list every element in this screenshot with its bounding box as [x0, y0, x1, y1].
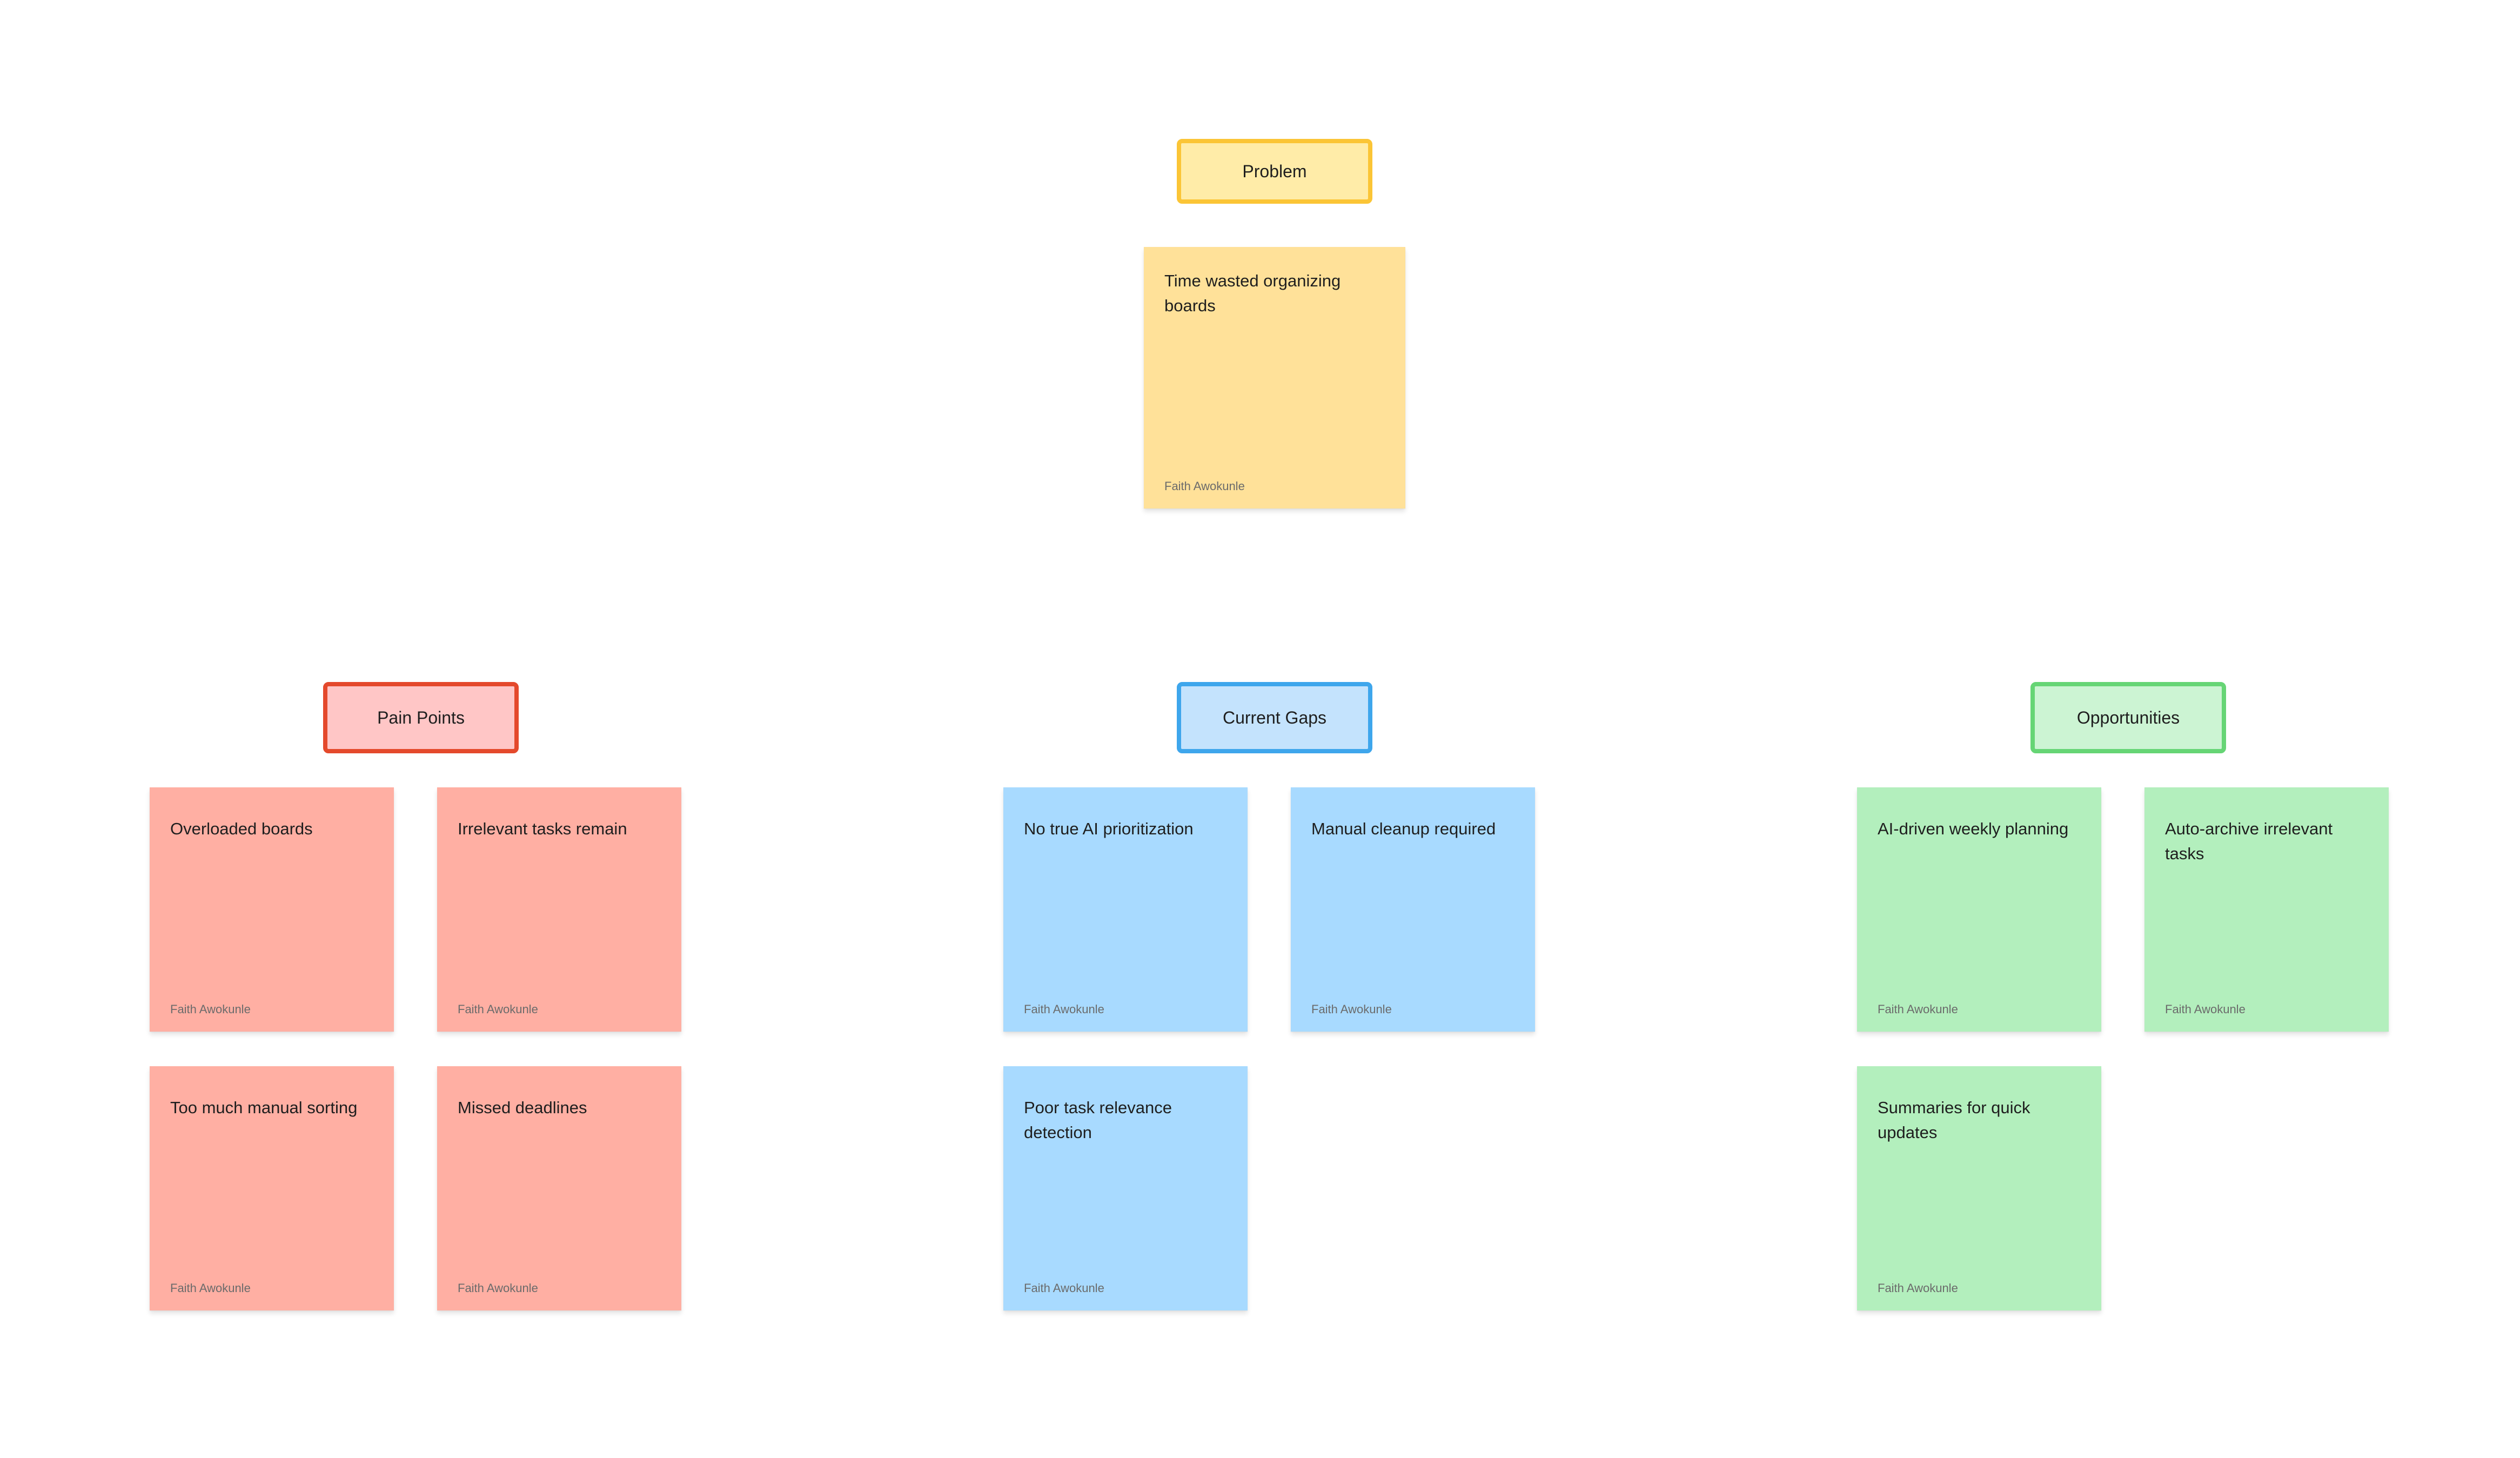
sticky-note-gap-2[interactable]: Manual cleanup required Faith Awokunle: [1291, 787, 1535, 1032]
sticky-note-author: Faith Awokunle: [458, 1002, 538, 1016]
sticky-note-text: Poor task relevance detection: [1024, 1098, 1172, 1142]
sticky-note-text: Time wasted organizing boards: [1164, 271, 1341, 315]
sticky-note-pain-2[interactable]: Irrelevant tasks remain Faith Awokunle: [437, 787, 681, 1032]
sticky-note-opportunity-3[interactable]: Summaries for quick updates Faith Awokun…: [1857, 1066, 2101, 1310]
sticky-note-pain-3[interactable]: Too much manual sorting Faith Awokunle: [150, 1066, 394, 1310]
sticky-note-author: Faith Awokunle: [170, 1281, 251, 1295]
current-gaps-label-text: Current Gaps: [1222, 707, 1327, 727]
sticky-note-author: Faith Awokunle: [1024, 1002, 1104, 1016]
sticky-note-author: Faith Awokunle: [458, 1281, 538, 1295]
sticky-note-text: Auto-archive irrelevant tasks: [2165, 819, 2333, 863]
sticky-note-opportunity-1[interactable]: AI-driven weekly planning Faith Awokunle: [1857, 787, 2101, 1032]
sticky-note-author: Faith Awokunle: [1311, 1002, 1392, 1016]
sticky-note-pain-1[interactable]: Overloaded boards Faith Awokunle: [150, 787, 394, 1032]
sticky-note-text: Missed deadlines: [458, 1098, 587, 1117]
sticky-note-author: Faith Awokunle: [1164, 479, 1245, 493]
sticky-note-text: Overloaded boards: [170, 819, 313, 838]
problem-label[interactable]: Problem: [1177, 139, 1372, 204]
opportunities-label-text: Opportunities: [2076, 707, 2180, 727]
opportunities-label[interactable]: Opportunities: [2030, 682, 2226, 753]
current-gaps-label[interactable]: Current Gaps: [1177, 682, 1372, 753]
sticky-note-text: Summaries for quick updates: [1878, 1098, 2030, 1142]
sticky-note-problem[interactable]: Time wasted organizing boards Faith Awok…: [1144, 247, 1405, 509]
sticky-note-gap-1[interactable]: No true AI prioritization Faith Awokunle: [1003, 787, 1248, 1032]
sticky-note-text: AI-driven weekly planning: [1878, 819, 2069, 838]
sticky-note-pain-4[interactable]: Missed deadlines Faith Awokunle: [437, 1066, 681, 1310]
sticky-note-text: No true AI prioritization: [1024, 819, 1194, 838]
sticky-note-author: Faith Awokunle: [2165, 1002, 2246, 1016]
sticky-note-author: Faith Awokunle: [170, 1002, 251, 1016]
sticky-note-opportunity-2[interactable]: Auto-archive irrelevant tasks Faith Awok…: [2144, 787, 2389, 1032]
sticky-note-author: Faith Awokunle: [1878, 1281, 1958, 1295]
pain-points-label[interactable]: Pain Points: [323, 682, 519, 753]
pain-points-label-text: Pain Points: [377, 707, 465, 727]
sticky-note-text: Irrelevant tasks remain: [458, 819, 627, 838]
sticky-note-gap-3[interactable]: Poor task relevance detection Faith Awok…: [1003, 1066, 1248, 1310]
sticky-note-author: Faith Awokunle: [1878, 1002, 1958, 1016]
problem-label-text: Problem: [1242, 161, 1307, 181]
sticky-note-text: Too much manual sorting: [170, 1098, 358, 1117]
sticky-note-text: Manual cleanup required: [1311, 819, 1496, 838]
sticky-note-author: Faith Awokunle: [1024, 1281, 1104, 1295]
